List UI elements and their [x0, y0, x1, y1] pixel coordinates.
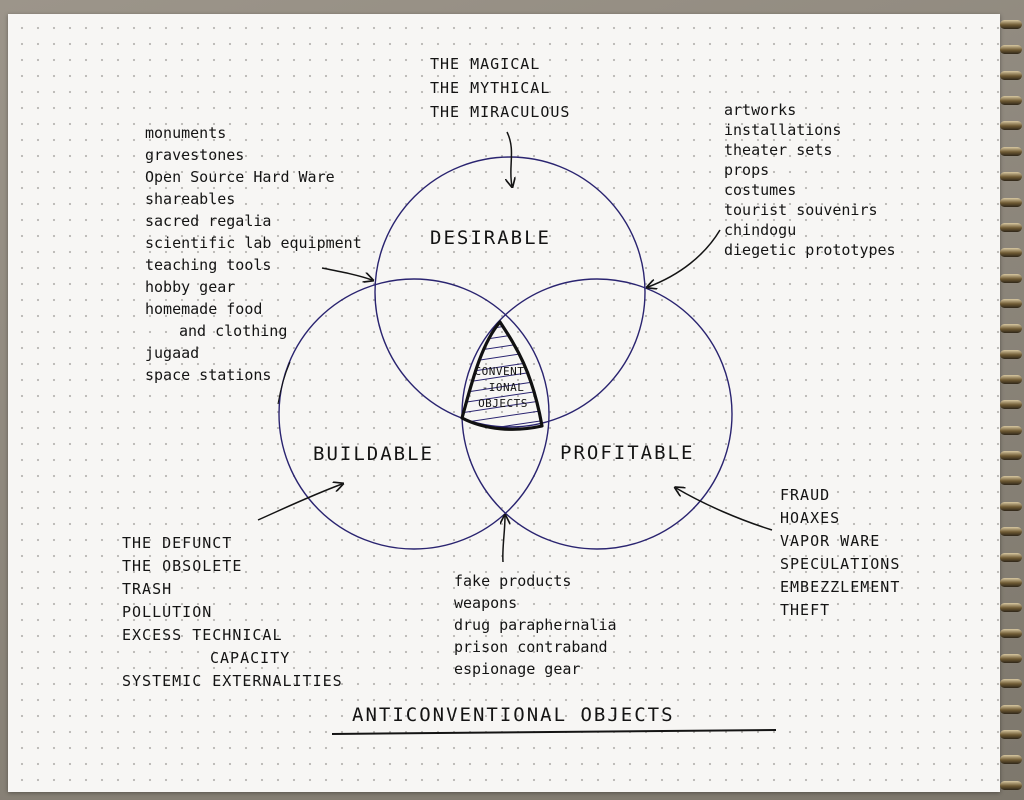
title-underline — [332, 730, 776, 734]
list-item: installations — [724, 120, 896, 140]
list-item: VAPOR WARE — [780, 530, 900, 553]
list-item: shareables — [145, 188, 362, 210]
center-label-line-2: -IONAL — [472, 380, 534, 396]
list-item: FRAUD — [780, 484, 900, 507]
list-item: weapons — [454, 592, 617, 614]
circle-profitable — [462, 279, 732, 549]
list-item: monuments — [145, 122, 362, 144]
arrow-bottom-right — [676, 488, 772, 530]
list-item: THEFT — [780, 599, 900, 622]
list-item: THE OBSOLETE — [122, 555, 343, 578]
circle-label-buildable: BUILDABLE — [313, 445, 434, 464]
list-item: fake products — [454, 570, 617, 592]
list-item: prison contraband — [454, 636, 617, 658]
arrow-top — [507, 132, 512, 186]
bottom-center-list: fake products weapons drug paraphernalia… — [454, 570, 617, 680]
list-item: artworks — [724, 100, 896, 120]
list-item: HOAXES — [780, 507, 900, 530]
top-list: THE MAGICAL THE MYTHICAL THE MIRACULOUS — [430, 52, 570, 124]
right-list: artworks installations theater sets prop… — [724, 100, 896, 260]
arrow-bottom-left — [258, 484, 342, 520]
list-item: THE DEFUNCT — [122, 532, 343, 555]
page-title: ANTICONVENTIONAL OBJECTS — [352, 706, 675, 725]
list-item: EXCESS TECHNICAL — [122, 624, 343, 647]
list-item: gravestones — [145, 144, 362, 166]
list-item: THE MIRACULOUS — [430, 100, 570, 124]
list-item: theater sets — [724, 140, 896, 160]
list-item: TRASH — [122, 578, 343, 601]
arrow-bottom-center — [503, 516, 505, 562]
list-item: costumes — [724, 180, 896, 200]
list-item: THE MAGICAL — [430, 52, 570, 76]
list-item: scientific lab equipment — [145, 232, 362, 254]
list-item: teaching tools — [145, 254, 362, 276]
list-item: POLLUTION — [122, 601, 343, 624]
circle-label-profitable: PROFITABLE — [560, 444, 694, 463]
list-item: espionage gear — [454, 658, 617, 680]
list-item: chindogu — [724, 220, 896, 240]
center-label: CONVENT- -IONAL OBJECTS — [472, 364, 534, 412]
list-item: homemade food — [145, 298, 362, 320]
center-label-line-3: OBJECTS — [472, 396, 534, 412]
list-item: SYSTEMIC EXTERNALITIES — [122, 670, 343, 693]
list-item: props — [724, 160, 896, 180]
circle-label-desirable: DESIRABLE — [430, 229, 551, 248]
list-item: Open Source Hard Ware — [145, 166, 362, 188]
list-item: jugaad — [145, 342, 362, 364]
bottom-right-list: FRAUD HOAXES VAPOR WARE SPECULATIONS EMB… — [780, 484, 900, 622]
list-item: hobby gear — [145, 276, 362, 298]
list-item: CAPACITY — [122, 647, 343, 670]
list-item: EMBEZZLEMENT — [780, 576, 900, 599]
list-item: and clothing — [145, 320, 362, 342]
list-item: drug paraphernalia — [454, 614, 617, 636]
list-item: sacred regalia — [145, 210, 362, 232]
center-label-line-1: CONVENT- — [472, 364, 534, 380]
list-item: THE MYTHICAL — [430, 76, 570, 100]
bottom-left-list: THE DEFUNCT THE OBSOLETE TRASH POLLUTION… — [122, 532, 343, 693]
left-list: monuments gravestones Open Source Hard W… — [145, 122, 362, 386]
arrow-right — [648, 230, 720, 287]
list-item: tourist souvenirs — [724, 200, 896, 220]
list-item: SPECULATIONS — [780, 553, 900, 576]
list-item: diegetic prototypes — [724, 240, 896, 260]
list-item: space stations — [145, 364, 362, 386]
